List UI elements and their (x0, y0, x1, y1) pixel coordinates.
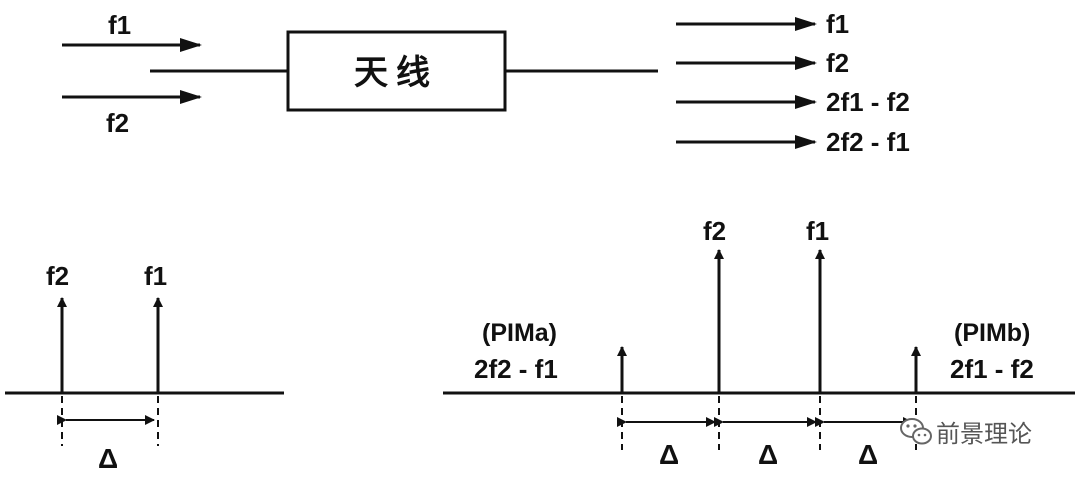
left-tone-label-f2: f2 (46, 261, 69, 291)
wechat-icon (900, 418, 932, 445)
pim-b-name: (PIMb) (954, 319, 1030, 347)
antenna-box (286, 30, 507, 112)
right-spacing-label-3: Δ (858, 439, 878, 470)
input-signals: f1 f2 (62, 10, 202, 138)
pim-b-expr: 2f1 - f2 (950, 354, 1034, 384)
output-label-f2: f2 (826, 48, 849, 78)
left-spacing-label: Δ (98, 443, 118, 474)
right-tone-label-f1: f1 (806, 216, 829, 246)
input-label-f2: f2 (106, 108, 129, 138)
right-tone-label-f2: f2 (703, 216, 726, 246)
output-label-f1: f1 (826, 9, 849, 39)
watermark-text: 前景理论 (936, 420, 1032, 448)
output-signals: f1 f2 2f1 - f2 2f2 - f1 (676, 9, 910, 157)
pim-a-name: (PIMa) (482, 319, 557, 347)
pim-a-expr: 2f2 - f1 (474, 354, 558, 384)
watermark: 前景理论 (900, 418, 1032, 448)
left-tone-label-f1: f1 (144, 261, 167, 291)
right-spacing-label-1: Δ (659, 439, 679, 470)
left-spectrum: f2 f1 Δ (5, 261, 284, 474)
input-label-f1: f1 (108, 10, 131, 40)
antenna-label: 天线 (354, 53, 438, 93)
output-label-2f2-f1: 2f2 - f1 (826, 127, 910, 157)
output-label-2f1-f2: 2f1 - f2 (826, 87, 910, 117)
right-spectrum: (PIMa) 2f2 - f1 f2 f1 (PIMb) 2f1 - f2 Δ … (443, 216, 1075, 470)
right-spacing-label-2: Δ (758, 439, 778, 470)
